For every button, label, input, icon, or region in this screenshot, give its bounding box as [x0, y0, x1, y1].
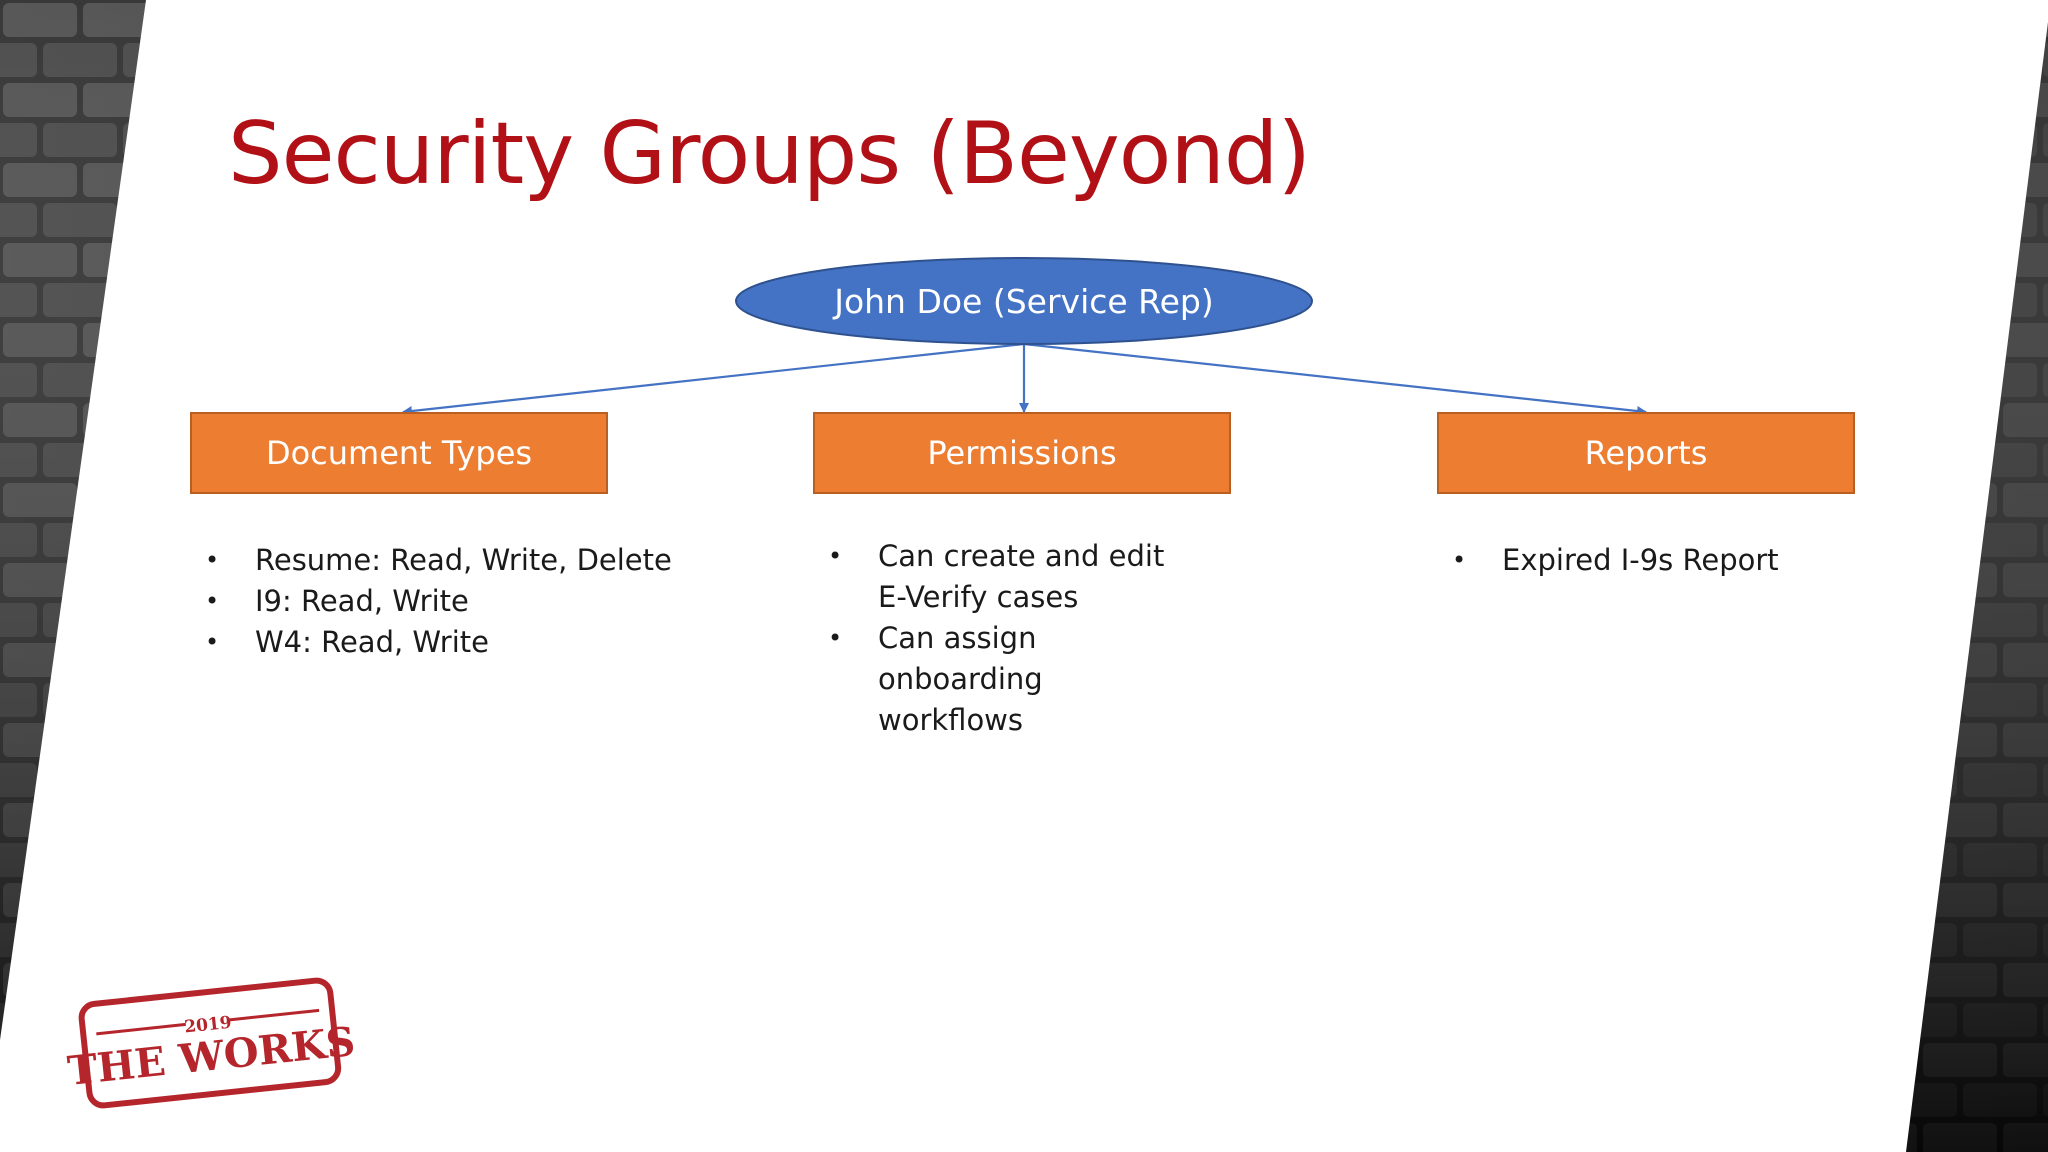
list-item-text: Can create and edit E-Verify cases: [878, 539, 1165, 614]
list-item: • Can create and edit E-Verify cases: [828, 536, 1188, 618]
list-item-text: Expired I-9s Report: [1502, 543, 1779, 577]
group-box-document-types: Document Types: [190, 412, 608, 494]
connector-reports: [1023, 342, 1647, 416]
bullet-icon: •: [205, 587, 220, 615]
bullet-icon: •: [1452, 546, 1467, 574]
group-box-reports: Reports: [1437, 412, 1855, 494]
bullet-icon: •: [205, 628, 220, 656]
permissions-list: • Can create and edit E-Verify cases • Can…: [828, 536, 1188, 741]
document-types-list: • Resume: Read, Write, Delete • I9: Read, …: [205, 540, 765, 663]
logo-year: 2019: [183, 1013, 232, 1038]
list-item-text: Can assign onboarding workflows: [878, 621, 1043, 737]
list-item-text: W4: Read, Write: [255, 625, 489, 659]
bullet-icon: •: [828, 624, 843, 652]
list-item: • Resume: Read, Write, Delete: [205, 540, 765, 581]
list-item-text: Resume: Read, Write, Delete: [255, 543, 672, 577]
bullet-icon: •: [828, 542, 843, 570]
connector-document-types: [402, 342, 1025, 416]
bullet-icon: •: [205, 546, 220, 574]
list-item: • Can assign onboarding workflows: [828, 618, 1188, 741]
group-box-permissions: Permissions: [813, 412, 1231, 494]
root-node-label: John Doe (Service Rep): [834, 281, 1214, 321]
root-node-ellipse: [735, 257, 1313, 345]
list-item: • I9: Read, Write: [205, 581, 765, 622]
reports-list: • Expired I-9s Report: [1452, 540, 1872, 581]
list-item: • W4: Read, Write: [205, 622, 765, 663]
list-item-text: I9: Read, Write: [255, 584, 469, 618]
list-item: • Expired I-9s Report: [1452, 540, 1872, 581]
page-title: Security Groups (Beyond): [228, 104, 1311, 204]
